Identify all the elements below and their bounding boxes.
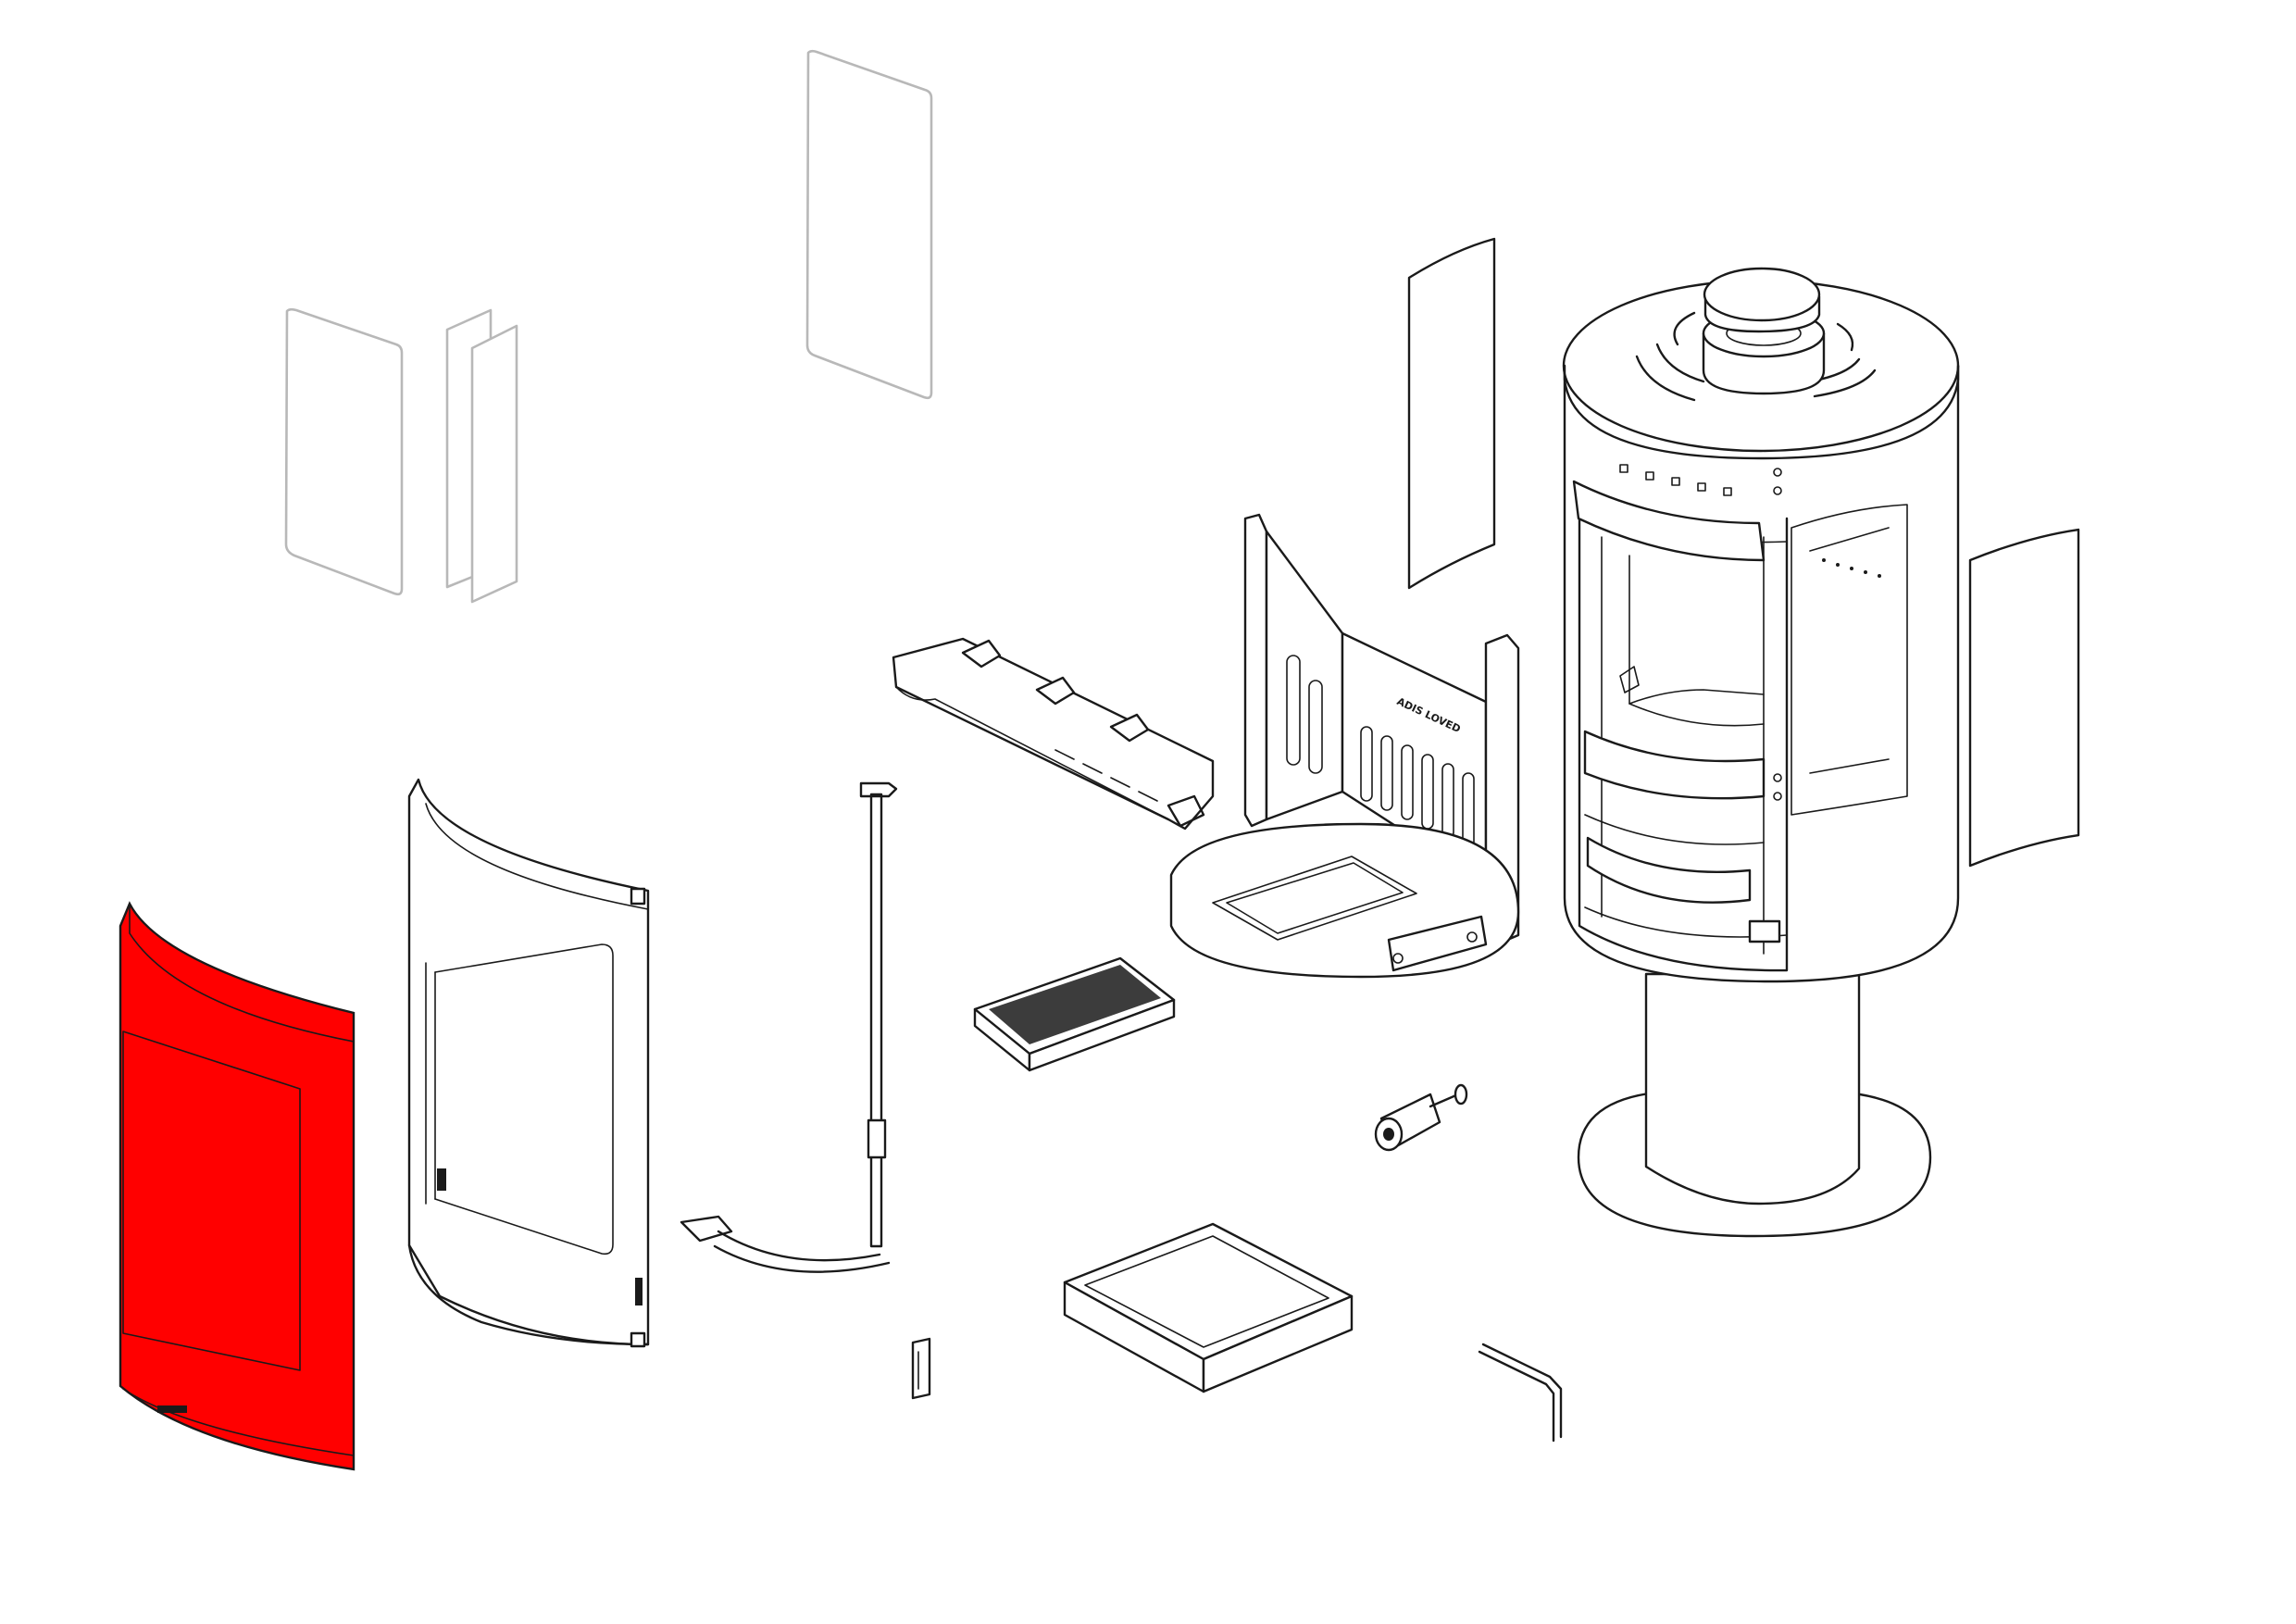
log-retainer-bar[interactable]: [892, 637, 1215, 831]
latch-plate: [680, 1215, 733, 1243]
glass-panel-left[interactable]: [284, 307, 404, 596]
side-panel-right[interactable]: [1968, 528, 2080, 868]
side-window-dots: [1822, 558, 1881, 578]
glass-panel-top[interactable]: [805, 49, 933, 400]
door-clip[interactable]: [911, 1337, 931, 1400]
ash-pan-tray[interactable]: [1063, 1222, 1354, 1393]
hinge-icon: [437, 1168, 446, 1191]
door-rod-assembly[interactable]: [680, 781, 898, 1273]
door-frame[interactable]: [407, 778, 650, 1348]
brand-logo-icon: [157, 1405, 187, 1413]
air-valve-knob[interactable]: [1374, 1083, 1468, 1152]
firebox-slots: [1286, 655, 1475, 848]
side-panel-top[interactable]: [1407, 237, 1496, 590]
firebox-insert[interactable]: ADIS LOVED: [1169, 513, 1520, 979]
ash-grate[interactable]: [973, 956, 1176, 1072]
front-door-panel[interactable]: [119, 901, 356, 1471]
body-rivets: [1619, 464, 1732, 496]
top-vent-slots: [1635, 311, 1877, 402]
tool-key[interactable]: [1478, 1343, 1563, 1443]
baffle-lip: [1572, 480, 1766, 562]
stove-body[interactable]: [1562, 267, 1960, 1238]
glass-panel-side-pair[interactable]: [445, 308, 518, 604]
